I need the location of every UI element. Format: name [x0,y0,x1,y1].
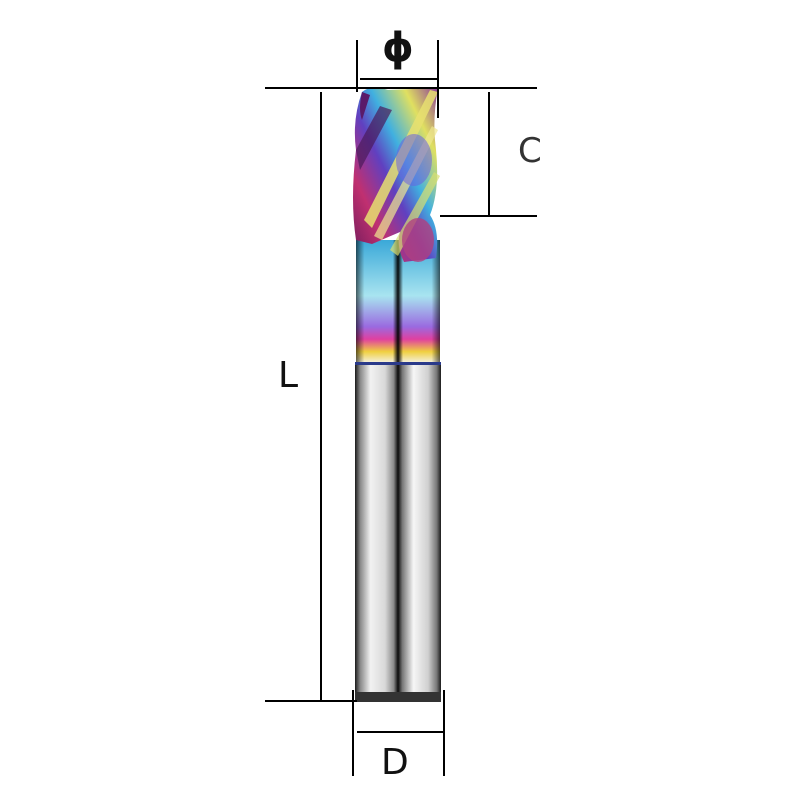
cutting-diameter-label: ϕ [382,25,414,71]
phi-dimension-line [360,78,438,80]
tool-shank [355,362,441,702]
overall-length-label: L [278,355,299,396]
bottom-extension-line [265,700,357,702]
d-extension-left [352,690,354,776]
tool-neck [355,240,441,365]
cutting-length-label: C [518,131,542,171]
shank-diameter-label: D [381,742,409,783]
top-extension-line [265,87,537,89]
phi-extension-right [437,40,439,118]
c-dimension-line [488,92,490,216]
tool-flutes [353,87,440,262]
d-dimension-line [357,731,444,733]
c-bottom-extension-line [440,215,537,217]
d-extension-right [443,690,445,776]
phi-extension-left [356,40,358,92]
l-dimension-line [320,92,322,701]
